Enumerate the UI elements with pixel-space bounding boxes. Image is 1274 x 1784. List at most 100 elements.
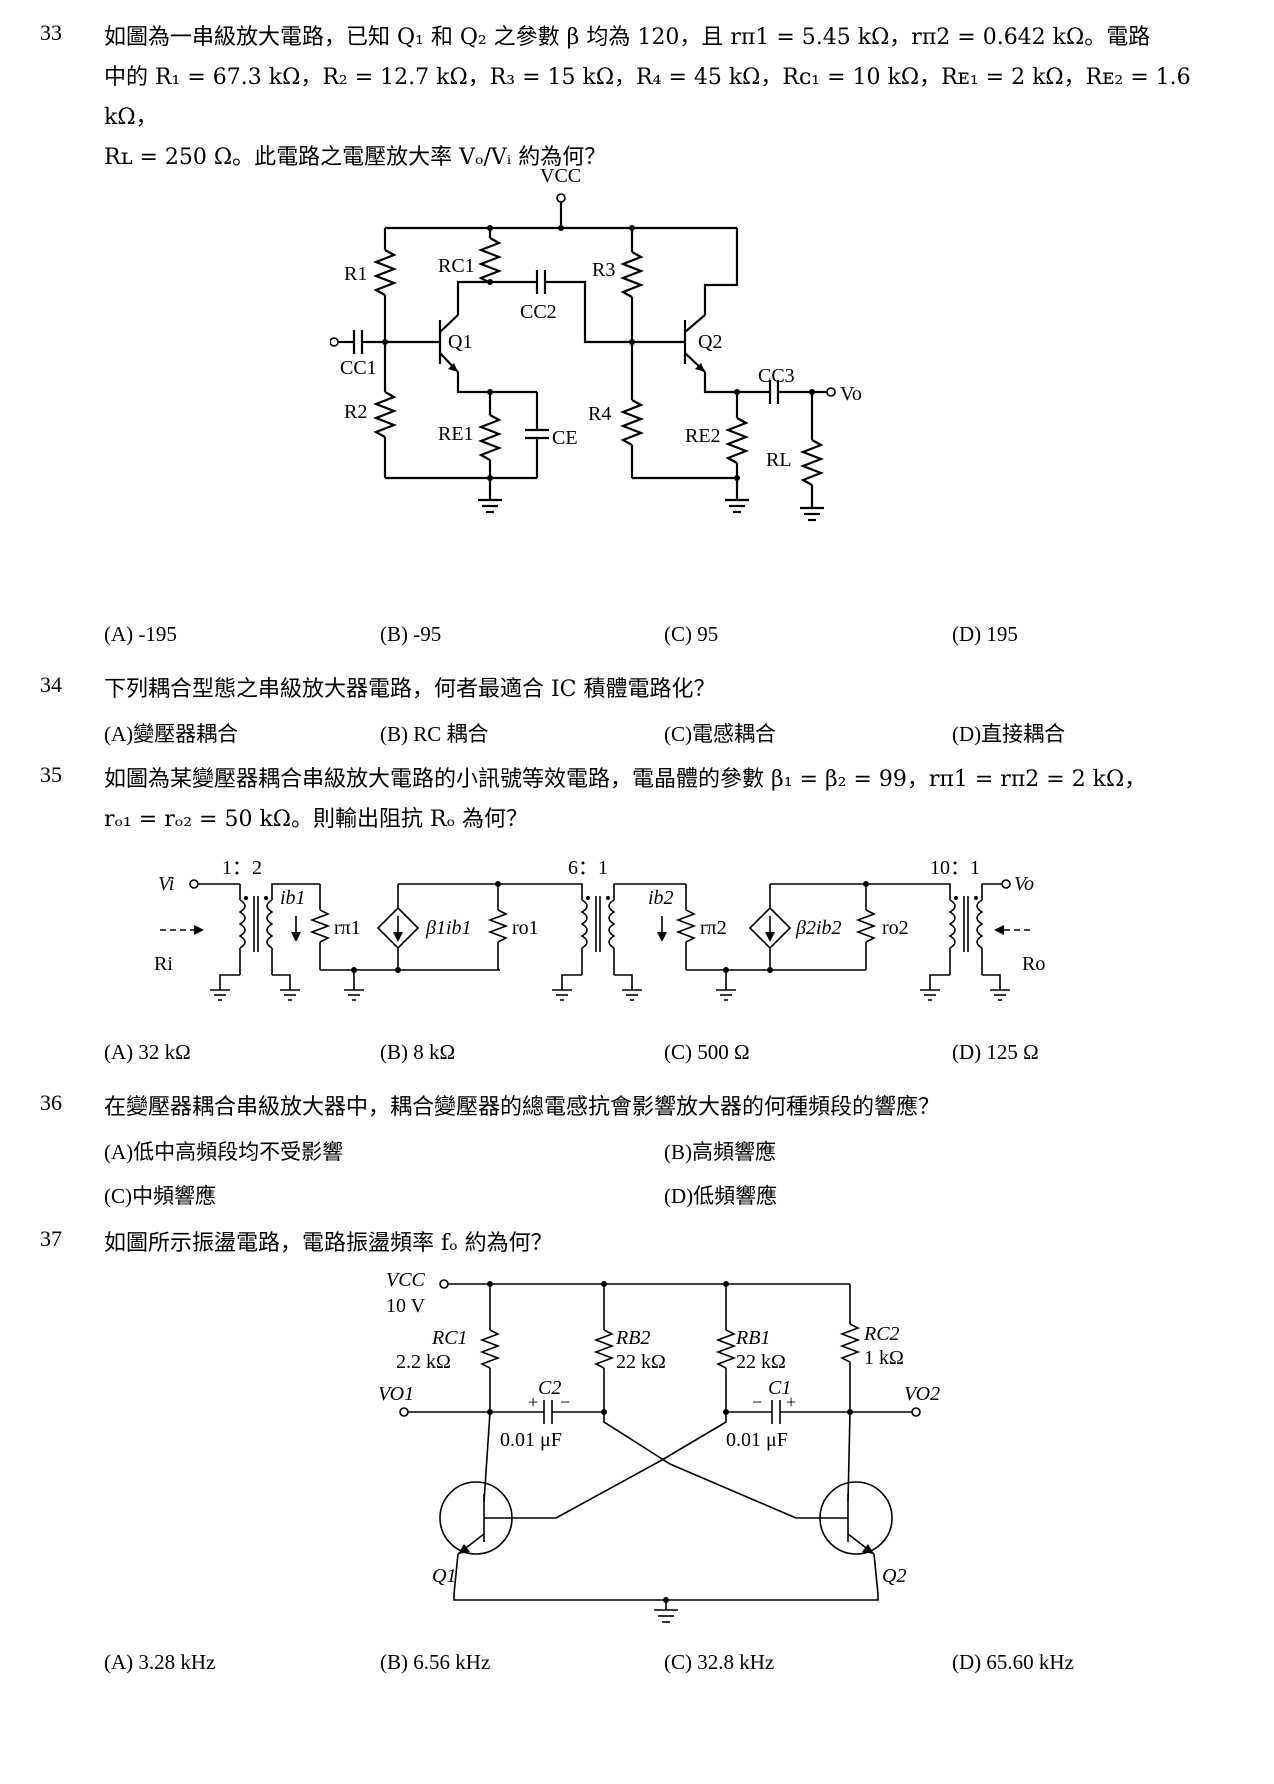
rb1-value: 22 kΩ bbox=[736, 1351, 786, 1373]
resistor-re2 bbox=[724, 392, 750, 478]
resistor-rb1 bbox=[715, 1284, 737, 1412]
option-d[interactable]: (D) 195 bbox=[952, 622, 1018, 646]
options-36: (A)低中高頻段均不受影響 (B)高頻響應 (C)中頻響應 (D)低頻響應 bbox=[104, 1136, 1224, 1212]
option-b[interactable]: (B) RC 耦合 bbox=[380, 722, 489, 746]
src1-label: β1ib1 bbox=[425, 917, 472, 939]
question-line: 中的 R₁ = 67.3 kΩ，R₂ = 12.7 kΩ，R₃ = 15 kΩ，… bbox=[104, 65, 1191, 130]
option-b[interactable]: (B)高頻響應 bbox=[664, 1140, 776, 1164]
question-36: 36 在變壓器耦合串級放大器中，耦合變壓器的總電感抗會影響放大器的何種頻段的響應… bbox=[40, 1088, 1240, 1128]
transistor-q2 bbox=[796, 1411, 893, 1595]
cascade-amplifier-diagram: VCC R1 RC1 CC2 Vi CC1 bbox=[330, 165, 862, 522]
ro2-label: ro2 bbox=[882, 917, 909, 939]
src2-label: β2ib2 bbox=[795, 917, 842, 939]
vcc-label: VCC bbox=[386, 1269, 426, 1291]
option-c[interactable]: (C)中頻響應 bbox=[104, 1184, 216, 1208]
ri-label: Ri bbox=[154, 953, 173, 975]
question-text: 如圖為某變壓器耦合串級放大電路的小訊號等效電路，電晶體的參數 β₁ = β₂ =… bbox=[104, 760, 1244, 840]
r3-label: R3 bbox=[592, 259, 615, 281]
resistor-ro2 bbox=[855, 909, 877, 943]
vo2-label: VO2 bbox=[904, 1383, 940, 1405]
c1-plus: + bbox=[786, 1392, 796, 1412]
option-c[interactable]: (C) 500 Ω bbox=[664, 1040, 750, 1064]
vo-label: Vo bbox=[1014, 873, 1034, 895]
option-b[interactable]: (B) 6.56 kHz bbox=[380, 1650, 491, 1674]
capacitor-c1 bbox=[771, 1400, 781, 1424]
option-a[interactable]: (A) -195 bbox=[104, 622, 177, 646]
option-c[interactable]: (C) 95 bbox=[664, 622, 719, 646]
question-33: 33 如圖為一串級放大電路，已知 Q₁ 和 Q₂ 之參數 β 均為 120，且 … bbox=[40, 18, 1240, 170]
resistor-ro1 bbox=[487, 909, 509, 943]
vcc-label: VCC bbox=[540, 165, 581, 187]
question-line: 如圖為某變壓器耦合串級放大電路的小訊號等效電路，電晶體的參數 β₁ = β₂ =… bbox=[104, 767, 1147, 792]
option-b[interactable]: (B) 8 kΩ bbox=[380, 1040, 456, 1064]
question-text: 在變壓器耦合串級放大器中，耦合變壓器的總電感抗會影響放大器的何種頻段的響應？ bbox=[104, 1095, 941, 1120]
option-b[interactable]: (B) -95 bbox=[380, 622, 442, 646]
option-a[interactable]: (A)變壓器耦合 bbox=[104, 722, 239, 746]
rc1-value: 2.2 kΩ bbox=[396, 1351, 451, 1373]
resistor-r1 bbox=[372, 228, 398, 342]
option-d[interactable]: (D)低頻響應 bbox=[664, 1184, 778, 1208]
vi-label: Vi bbox=[158, 873, 174, 895]
option-c[interactable]: (C) 32.8 kHz bbox=[664, 1650, 775, 1674]
rc2-label: RC2 bbox=[863, 1323, 900, 1345]
ground-icon bbox=[654, 1600, 678, 1623]
option-c[interactable]: (C)電感耦合 bbox=[664, 722, 776, 746]
capacitor-cc2 bbox=[535, 270, 547, 294]
question-number: 35 bbox=[40, 762, 62, 787]
resistor-rc1 bbox=[477, 228, 503, 284]
question-number: 36 bbox=[40, 1090, 62, 1115]
re1-label: RE1 bbox=[438, 423, 474, 445]
transistor-q2 bbox=[683, 314, 706, 373]
vcc-terminal bbox=[556, 193, 566, 203]
rc1-label: RC1 bbox=[438, 255, 475, 277]
r4-label: R4 bbox=[588, 403, 611, 425]
cc3-label: CC3 bbox=[758, 365, 795, 387]
question-number: 34 bbox=[40, 672, 62, 697]
ro1-label: ro1 bbox=[512, 917, 539, 939]
rc1-label: RC1 bbox=[431, 1327, 468, 1349]
resistor-rb2 bbox=[593, 1284, 615, 1412]
ce-label: CE bbox=[552, 427, 578, 449]
option-a[interactable]: (A) 3.28 kHz bbox=[104, 1650, 216, 1674]
c1-value: 0.01 μF bbox=[726, 1429, 788, 1451]
option-d[interactable]: (D) 65.60 kHz bbox=[952, 1650, 1074, 1674]
transistor-q1 bbox=[438, 314, 459, 373]
resistor-rc1 bbox=[479, 1284, 501, 1412]
c2-minus: − bbox=[560, 1392, 570, 1412]
rl-label: RL bbox=[766, 449, 792, 471]
c2-label: C2 bbox=[538, 1377, 561, 1399]
resistor-rpi1 bbox=[309, 909, 331, 943]
c1-label: C1 bbox=[768, 1377, 791, 1399]
q2-label: Q2 bbox=[698, 331, 722, 353]
option-a[interactable]: (A) 32 kΩ bbox=[104, 1040, 191, 1064]
capacitor-ce bbox=[525, 392, 549, 478]
transformer-2 bbox=[580, 883, 686, 975]
question-line: rₒ₁ = rₒ₂ = 50 kΩ。則輸出阻抗 Rₒ 為何？ bbox=[104, 807, 529, 832]
rb1-label: RB1 bbox=[735, 1327, 770, 1349]
vo-label: Vo bbox=[840, 383, 862, 405]
question-34: 34 下列耦合型態之串級放大器電路，何者最適合 IC 積體電路化？ bbox=[40, 670, 1240, 710]
vo1-label: VO1 bbox=[380, 1383, 414, 1405]
resistor-r3 bbox=[619, 228, 645, 342]
question-number: 33 bbox=[40, 20, 62, 45]
rpi2-label: rπ2 bbox=[700, 917, 727, 939]
r1-label: R1 bbox=[344, 263, 367, 285]
c2-value: 0.01 μF bbox=[500, 1429, 562, 1451]
capacitor-c2 bbox=[543, 1400, 553, 1424]
option-d[interactable]: (D)直接耦合 bbox=[952, 722, 1066, 746]
rb2-label: RB2 bbox=[615, 1327, 650, 1349]
resistor-rc2 bbox=[839, 1284, 861, 1412]
astable-multivibrator-diagram: VCC 10 V RC1 2.2 kΩ RB2 22 kΩ RB1 22 kΩ … bbox=[380, 1269, 940, 1623]
option-d[interactable]: (D) 125 Ω bbox=[952, 1040, 1039, 1064]
cc1-label: CC1 bbox=[340, 357, 377, 379]
q2-label: Q2 bbox=[882, 1565, 906, 1587]
option-a[interactable]: (A)低中高頻段均不受影響 bbox=[104, 1140, 344, 1164]
c2-plus: + bbox=[528, 1392, 538, 1412]
ground-icon bbox=[725, 478, 749, 514]
question-text: 下列耦合型態之串級放大器電路，何者最適合 IC 積體電路化？ bbox=[104, 677, 716, 702]
ib2-label: ib2 bbox=[648, 887, 674, 909]
transformer-3 bbox=[948, 883, 1002, 975]
transformer-cascade-equivalent-diagram: Vi 1：2 Ri ib1 rπ1 β1ib1 bbox=[154, 857, 1045, 1001]
rc2-value: 1 kΩ bbox=[864, 1347, 904, 1369]
question-number: 37 bbox=[40, 1226, 62, 1251]
